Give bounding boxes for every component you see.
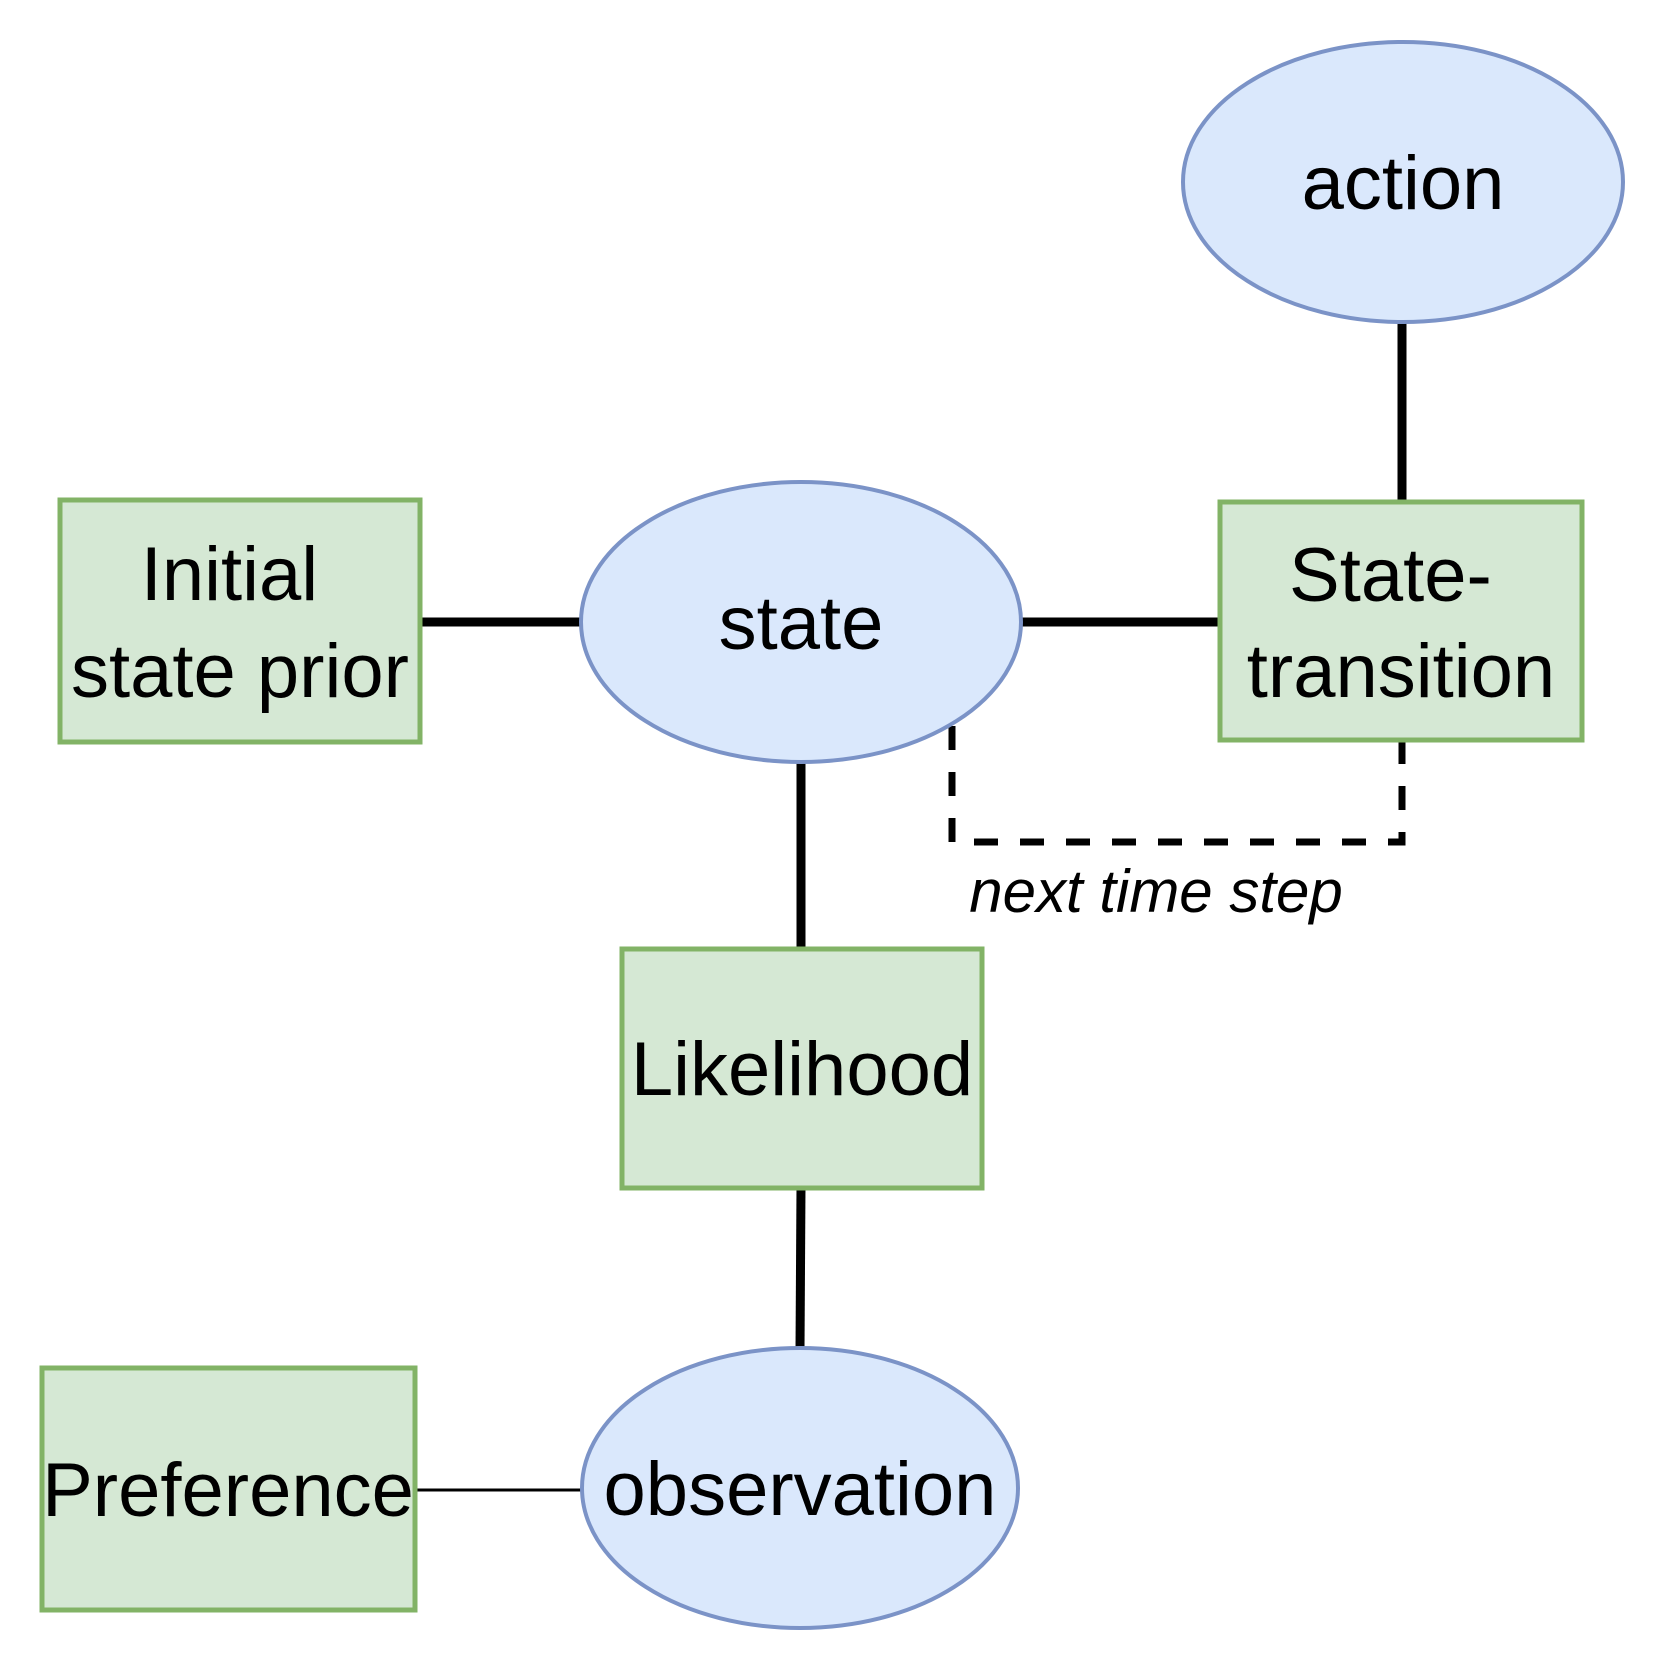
edge-likelihood-to-observation: [795, 1185, 806, 1351]
likelihood-factor: [619, 946, 985, 1191]
next-time-step-annotation: next time step: [969, 858, 1343, 925]
state-transition-label: State- transition: [1247, 533, 1555, 714]
observation-label: observation: [604, 1447, 997, 1532]
action-variable: [1181, 40, 1625, 324]
observation-variable: [580, 1346, 1020, 1630]
preference-factor: [39, 1365, 418, 1613]
initial-state-prior-label: Initial state prior: [71, 532, 409, 714]
action-label: action: [1302, 141, 1505, 226]
state-transition-factor: [1217, 499, 1585, 743]
likelihood-label: Likelihood: [631, 1027, 973, 1112]
state-variable: [579, 480, 1023, 764]
edge-dashed-next-time-step: [948, 726, 1406, 846]
initial-state-prior-factor: [57, 497, 423, 745]
preference-label: Preference: [42, 1448, 414, 1533]
state-label: state: [719, 581, 884, 666]
